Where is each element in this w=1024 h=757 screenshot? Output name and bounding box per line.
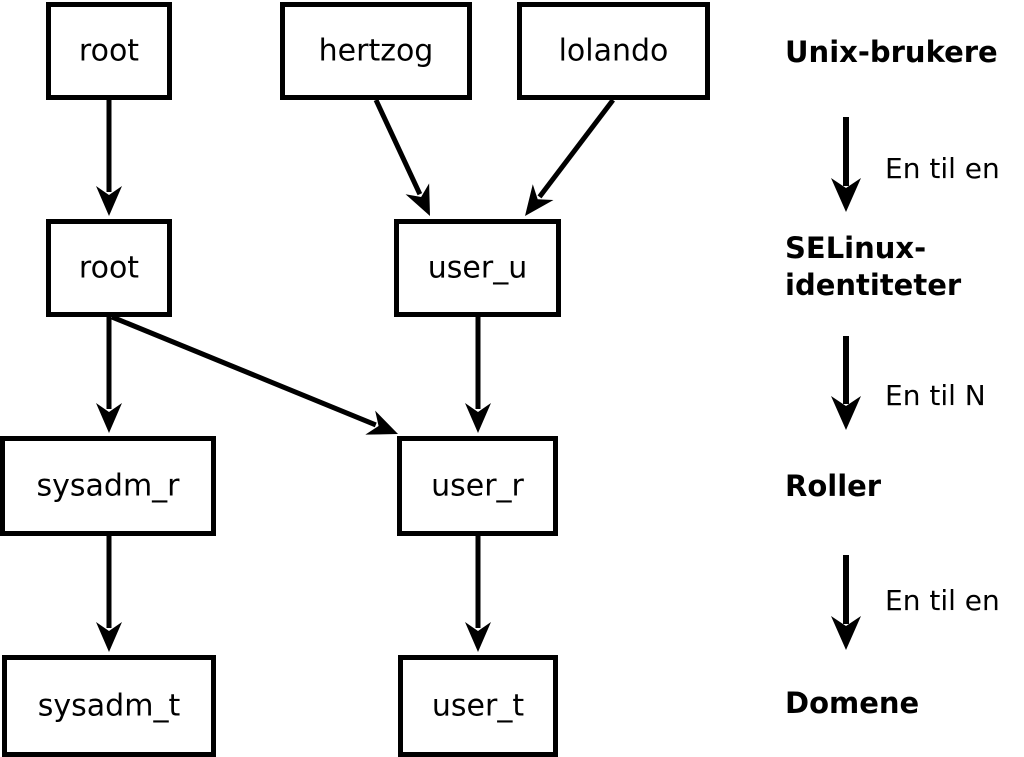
legend-arrow-1: En til en bbox=[831, 117, 1000, 212]
legend-arrow-label: En til N bbox=[885, 379, 986, 412]
legend-stage-unix-brukere: Unix-brukere bbox=[785, 35, 998, 69]
node-unix_root[interactable]: root bbox=[46, 2, 172, 100]
legend-stage-line: Unix-brukere bbox=[785, 35, 998, 69]
node-unix_hertzog[interactable]: hertzog bbox=[280, 2, 472, 100]
node-box[interactable] bbox=[397, 436, 558, 536]
edge-hertzog-to-user-u bbox=[373, 98, 430, 216]
node-dom_sysadm_t[interactable]: sysadm_t bbox=[2, 655, 216, 757]
node-unix_lolando[interactable]: lolando bbox=[517, 2, 710, 100]
legend-layer: En til en En til N En til en Unix-brukereSE… bbox=[785, 35, 1000, 720]
edge-user-u-to-user-r bbox=[465, 317, 491, 433]
node-label: user_r bbox=[431, 469, 524, 504]
legend-arrow-head bbox=[831, 396, 861, 430]
node-role_sysadm_r[interactable]: sysadm_r bbox=[0, 436, 216, 536]
edge-user-r-to-user-t bbox=[465, 536, 491, 652]
edge-arrowhead bbox=[96, 186, 122, 216]
node-box[interactable] bbox=[398, 655, 558, 757]
node-box[interactable] bbox=[46, 219, 172, 317]
edge-sysadm-r-to-sysadm-t bbox=[96, 536, 122, 652]
edge-arrowhead bbox=[525, 184, 554, 216]
legend-arrow-label: En til en bbox=[885, 584, 1000, 617]
node-sel_user_u[interactable]: user_u bbox=[394, 219, 561, 317]
legend-arrow-label: En til en bbox=[885, 152, 1000, 185]
edge-arrowhead bbox=[465, 622, 491, 652]
node-label: sysadm_r bbox=[37, 469, 181, 504]
edges-layer bbox=[96, 98, 615, 652]
node-box[interactable] bbox=[0, 436, 216, 536]
node-label: user_t bbox=[432, 689, 524, 724]
node-box[interactable] bbox=[280, 2, 472, 100]
edge-lolando-to-user-u bbox=[525, 98, 615, 216]
node-role_user_r[interactable]: user_r bbox=[397, 436, 558, 536]
node-label: root bbox=[79, 34, 139, 69]
legend-stage-domene: Domene bbox=[785, 686, 919, 720]
legend-stage-line: Roller bbox=[785, 469, 882, 503]
node-label: lolando bbox=[559, 34, 669, 69]
legend-stage-roller: Roller bbox=[785, 469, 882, 503]
edge-arrowhead bbox=[405, 183, 430, 216]
legend-arrow-head bbox=[831, 616, 861, 650]
edge-sel-root-to-sysadm-r bbox=[96, 317, 122, 433]
edge-sel-root-to-user-r bbox=[111, 314, 398, 435]
edge-shaft bbox=[111, 314, 377, 428]
edge-shaft bbox=[537, 98, 615, 199]
node-label: root bbox=[79, 251, 139, 286]
edge-arrowhead bbox=[96, 403, 122, 433]
node-label: hertzog bbox=[319, 34, 434, 69]
legend-arrow-head bbox=[831, 178, 861, 212]
legend-stage-line: identiteter bbox=[785, 268, 962, 302]
edge-arrowhead bbox=[96, 622, 122, 652]
node-sel_root[interactable]: root bbox=[46, 219, 172, 317]
node-box[interactable] bbox=[46, 2, 172, 100]
node-dom_user_t[interactable]: user_t bbox=[398, 655, 558, 757]
node-label: user_u bbox=[428, 251, 527, 286]
legend-stage-line: SELinux- bbox=[785, 231, 926, 265]
legend-arrow-2: En til N bbox=[831, 336, 986, 430]
legend-arrow-3: En til en bbox=[831, 555, 1000, 650]
edge-shaft bbox=[373, 98, 423, 196]
node-box[interactable] bbox=[2, 655, 216, 757]
node-box[interactable] bbox=[517, 2, 710, 100]
legend-stage-selinux-identiteter: SELinux-identiteter bbox=[785, 231, 962, 302]
legend-stage-line: Domene bbox=[785, 686, 919, 720]
edge-arrowhead bbox=[365, 410, 398, 435]
edge-unix-root-to-sel-root bbox=[96, 100, 122, 216]
node-label: sysadm_t bbox=[38, 689, 181, 724]
edge-arrowhead bbox=[465, 403, 491, 433]
node-box[interactable] bbox=[394, 219, 561, 317]
